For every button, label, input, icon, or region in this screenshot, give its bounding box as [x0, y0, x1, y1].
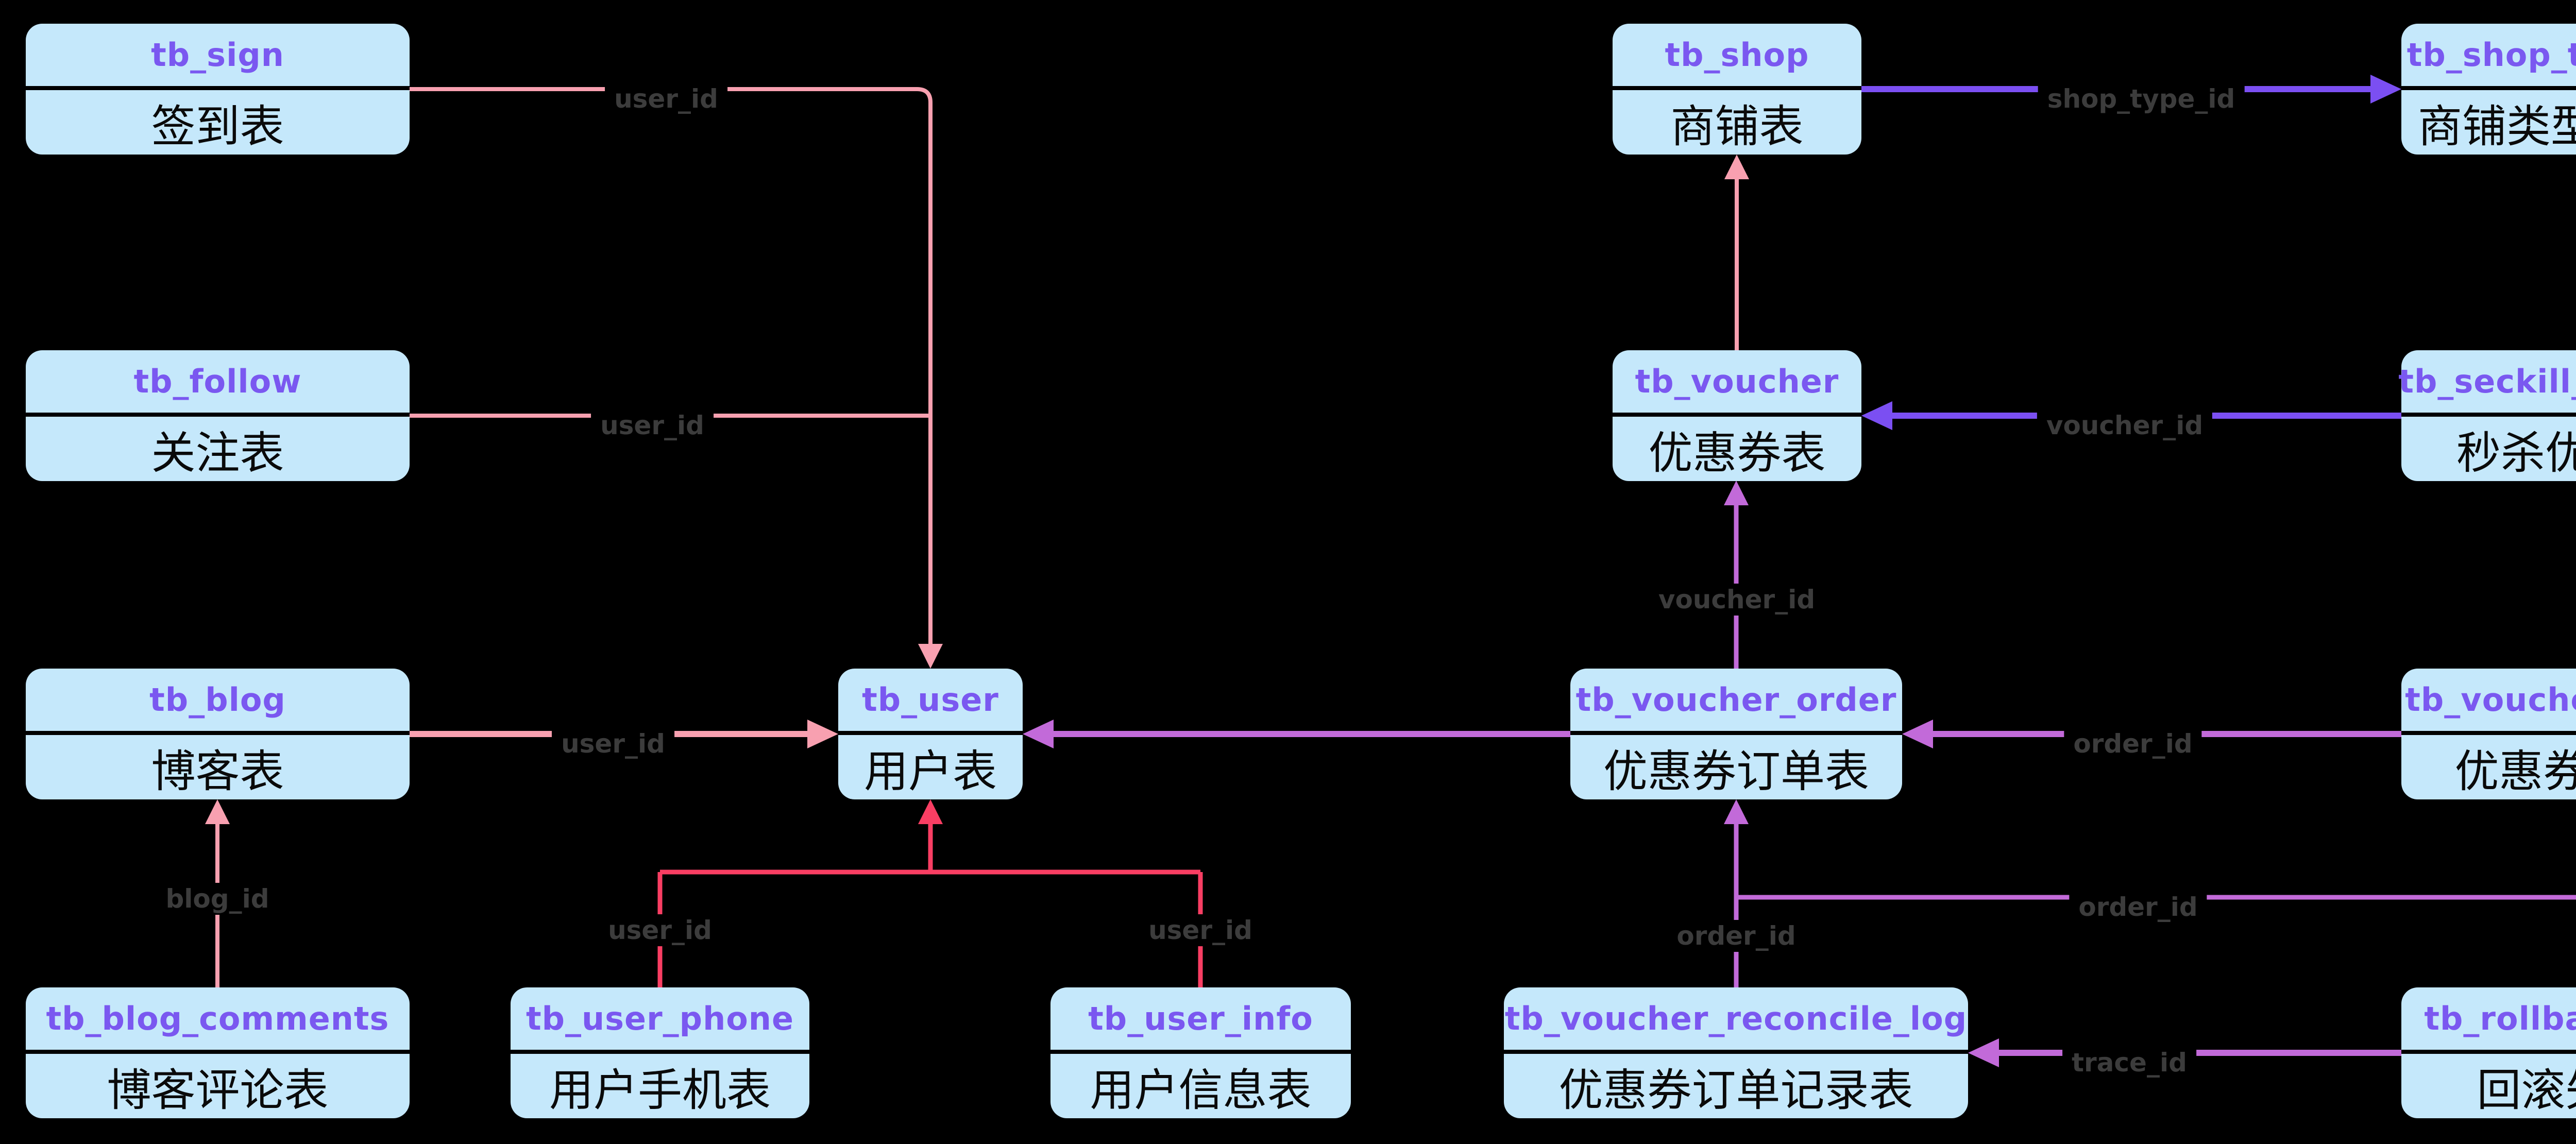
edge-seckill-voucher-arrowhead — [1861, 401, 1892, 430]
table-tb_shop_type: tb_shop_type 商铺类型表 — [2401, 24, 2576, 155]
table-tb_seckill_voucher: tb_seckill_voucher 秒杀优惠券 — [2398, 350, 2576, 481]
table-tb_voucher_order_router: tb_voucher_order_router 优惠券订单路由表 — [2401, 669, 2576, 799]
table-title: tb_voucher_order — [1575, 681, 1897, 719]
edge-label-order_id: order_id — [2069, 891, 2207, 923]
edge-router-order-arrowhead — [1902, 720, 1933, 748]
edge-label-order_id: order_id — [1667, 920, 1805, 952]
table-subtitle: 博客表 — [26, 731, 410, 799]
edge-label-user_id: user_id — [591, 409, 714, 441]
table-tb_user: tb_user 用户表 — [838, 669, 1023, 799]
table-tb_rollback_failure_log: tb_rollback_failure_log 回滚失败日志表 — [2401, 987, 2576, 1118]
table-title: tb_user_info — [1088, 1000, 1313, 1037]
table-title: tb_blog — [149, 681, 286, 719]
edge-order-voucher-arrowhead — [1724, 481, 1749, 505]
edge-comments-blog-arrowhead — [205, 799, 230, 824]
edge-label-voucher_id: voucher_id — [2037, 409, 2213, 441]
edge-sign-user — [410, 87, 933, 648]
table-tb_blog_comments: tb_blog_comments 博客评论表 — [26, 987, 410, 1118]
table-tb_blog: tb_blog 博客表 — [26, 669, 410, 799]
table-subtitle: 优惠券订单表 — [1570, 731, 1902, 799]
table-tb_shop: tb_shop 商铺表 — [1613, 24, 1861, 155]
table-title: tb_voucher_reconcile_log — [1504, 1000, 1968, 1037]
table-title: tb_user_phone — [526, 1000, 794, 1037]
edge-sign-user-arrowhead — [918, 644, 943, 669]
table-title: tb_sign — [151, 36, 284, 74]
edge-shop-shoptype-arrowhead — [2370, 75, 2401, 104]
edge-label-user_id: user_id — [605, 83, 727, 115]
table-tb_user_phone: tb_user_phone 用户手机表 — [511, 987, 809, 1118]
table-tb_voucher_reconcile_log: tb_voucher_reconcile_log 优惠券订单记录表 — [1504, 987, 1968, 1118]
edge-label-user_id: user_id — [1139, 914, 1262, 946]
table-subtitle: 用户信息表 — [1050, 1050, 1351, 1118]
table-subtitle: 用户手机表 — [511, 1050, 809, 1118]
table-subtitle: 回滚失败日志表 — [2401, 1050, 2576, 1118]
table-title: tb_shop_type — [2406, 36, 2576, 74]
table-subtitle: 用户表 — [838, 731, 1023, 799]
edge-label-shop_type_id: shop_type_id — [2038, 83, 2245, 115]
table-tb_follow: tb_follow 关注表 — [26, 350, 410, 481]
table-title: tb_follow — [133, 363, 302, 400]
table-subtitle: 优惠券订单记录表 — [1504, 1050, 1968, 1118]
edge-order-user-arrowhead — [1023, 720, 1054, 748]
table-tb_sign: tb_sign 签到表 — [26, 24, 410, 155]
table-title: tb_user — [862, 681, 999, 719]
table-subtitle: 秒杀优惠券 — [2401, 413, 2576, 481]
table-title: tb_voucher_order_router — [2405, 681, 2576, 719]
table-subtitle: 关注表 — [26, 413, 410, 481]
table-subtitle: 博客评论表 — [26, 1050, 410, 1118]
table-subtitle: 商铺表 — [1613, 86, 1861, 155]
edge-rollback-reconcile-arrowhead — [1968, 1038, 1999, 1067]
edge-label-trace_id: trace_id — [2062, 1047, 2196, 1079]
edge-join-user-arrowhead — [918, 799, 943, 824]
table-tb_user_info: tb_user_info 用户信息表 — [1050, 987, 1351, 1118]
edge-label-order_id: order_id — [2064, 728, 2202, 760]
table-title: tb_voucher — [1635, 363, 1839, 400]
table-tb_voucher_order: tb_voucher_order 优惠券订单表 — [1570, 669, 1902, 799]
edge-label-blog_id: blog_id — [156, 883, 279, 915]
table-subtitle: 优惠券订单路由表 — [2401, 731, 2576, 799]
edge-label-voucher_id: voucher_id — [1649, 584, 1825, 616]
edge-reconcile-order-arrowhead — [1724, 799, 1749, 824]
table-title: tb_rollback_failure_log — [2424, 1000, 2576, 1037]
table-subtitle: 优惠券表 — [1613, 413, 1861, 481]
edge-label-user_id: user_id — [599, 914, 721, 946]
edge-label-user_id: user_id — [552, 728, 674, 760]
table-title: tb_seckill_voucher — [2398, 363, 2576, 400]
table-subtitle: 商铺类型表 — [2401, 86, 2576, 155]
table-subtitle: 签到表 — [26, 86, 410, 155]
edge-blog-user-arrowhead — [807, 720, 838, 748]
edge-voucher-shop-arrowhead — [1724, 155, 1749, 179]
table-title: tb_blog_comments — [46, 1000, 389, 1037]
table-tb_voucher: tb_voucher 优惠券表 — [1613, 350, 1861, 481]
table-title: tb_shop — [1665, 36, 1809, 74]
